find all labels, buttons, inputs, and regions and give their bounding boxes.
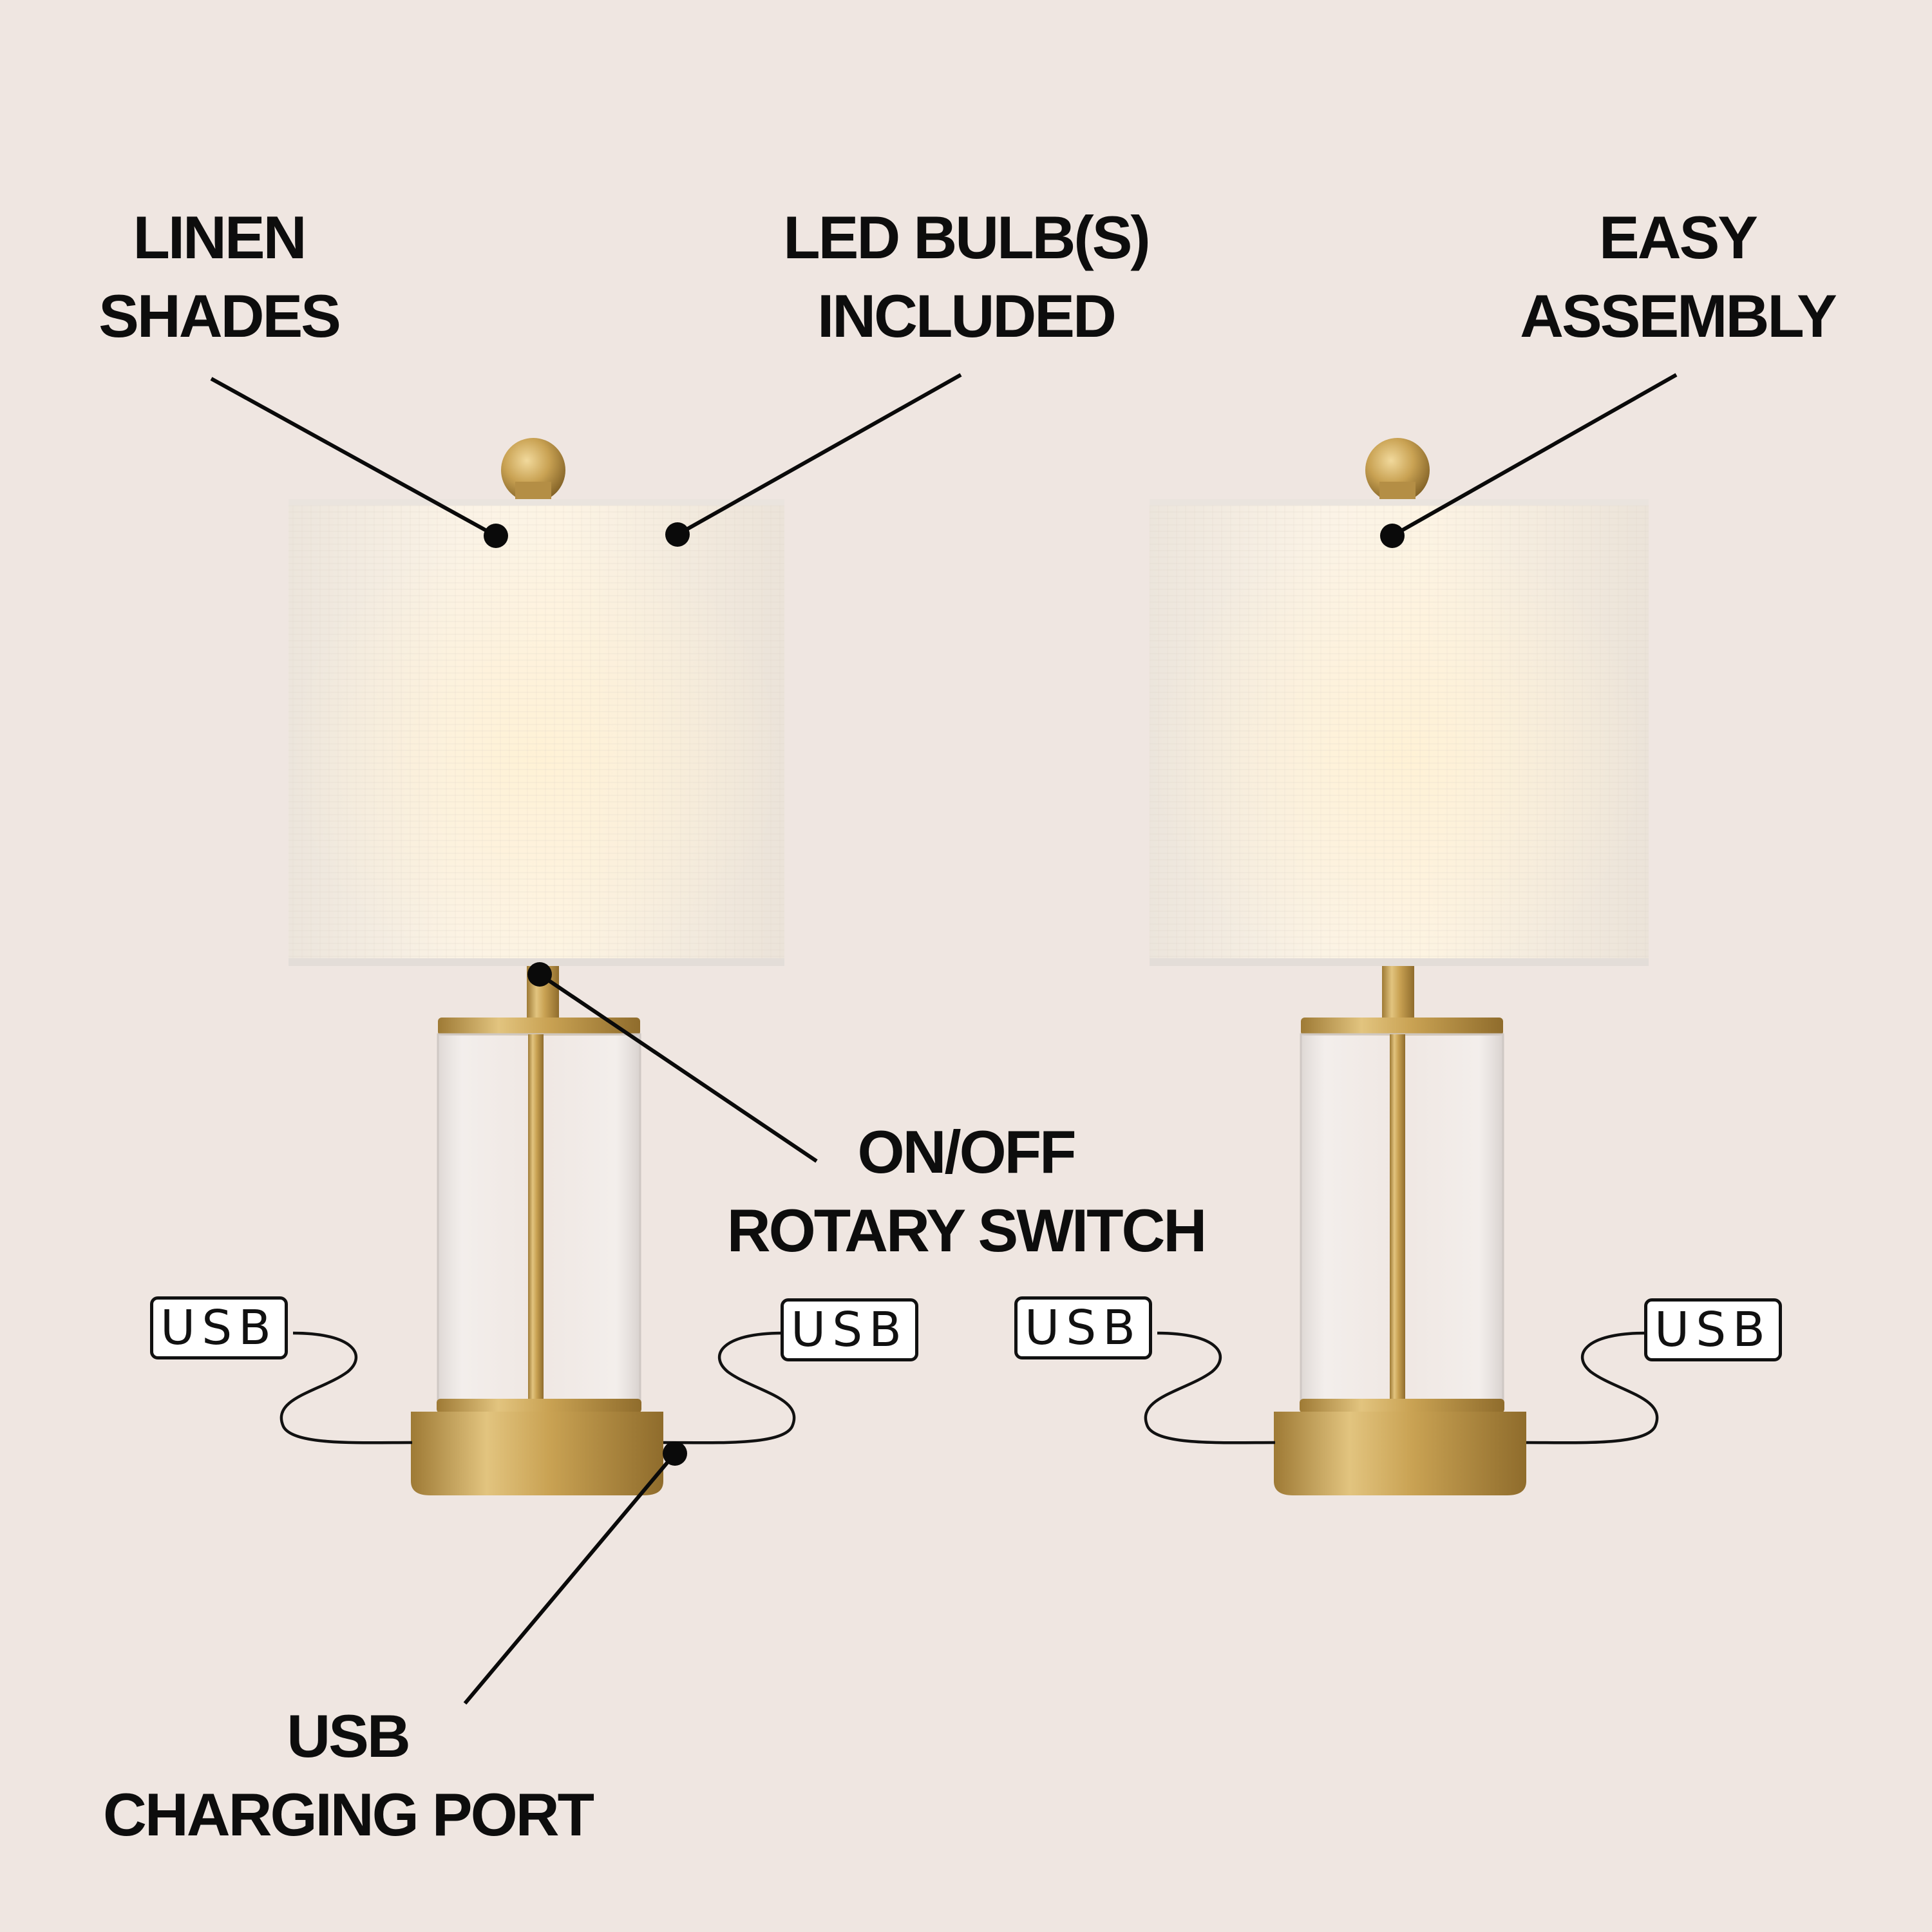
usb-tag: USB [781,1298,918,1361]
callout-linen-shades: LINEN SHADES [99,204,341,350]
usb-tag: USB [1644,1298,1782,1361]
brass-base [1274,1412,1526,1446]
usb-tag: USB [1014,1296,1152,1359]
brass-stem [1390,1034,1405,1414]
leader-lines [210,373,1678,1705]
brass-stem [528,1034,544,1414]
brass-base [411,1412,663,1446]
callout-rotary-switch: ON/OFF ROTARY SWITCH [726,1118,1208,1264]
rotary-switch [1382,966,1414,1018]
callout-led-bulbs: LED BULB(S) INCLUDED [783,204,1151,350]
callout-usb-charging-port: USB CHARGING PORT [103,1702,594,1848]
usb-tag: USB [150,1296,288,1359]
callout-easy-assembly: EASY ASSEMBLY [1520,204,1837,350]
usb-cables [279,1331,1659,1444]
lamp-right [1150,438,1649,1495]
lamp-left [289,438,784,1495]
leader-dots [484,522,1405,1466]
